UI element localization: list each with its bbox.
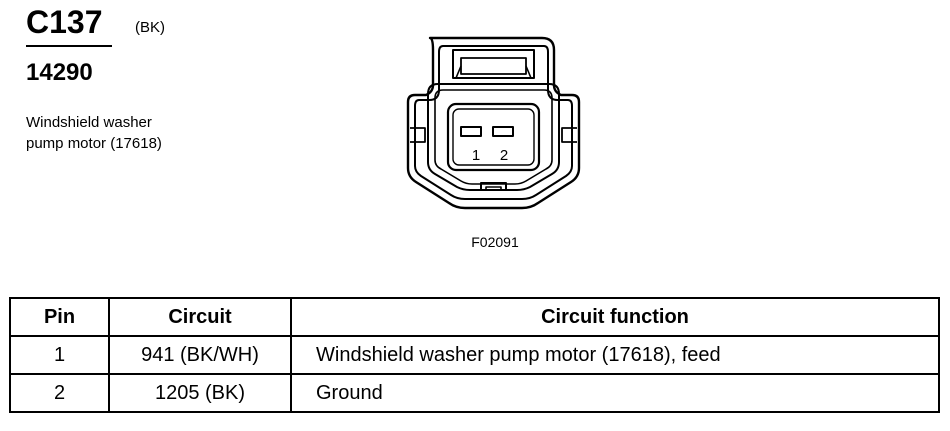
title-divider xyxy=(26,45,112,47)
component-description: Windshield washer pump motor (17618) xyxy=(26,112,226,154)
terminal-2 xyxy=(492,126,514,137)
bottom-key xyxy=(480,182,507,191)
cell-pin: 2 xyxy=(9,373,110,413)
pin-cavity-inner xyxy=(452,108,535,166)
header-function: Circuit function xyxy=(290,297,940,337)
connector-color: (BK) xyxy=(135,19,165,36)
header-circuit: Circuit xyxy=(108,297,292,337)
cell-function: Ground xyxy=(290,373,940,413)
pin-label-1: 1 xyxy=(472,147,480,164)
inner-body-outline xyxy=(427,83,560,191)
component-description-line: pump motor (17618) xyxy=(26,135,162,152)
connector-id: C137 xyxy=(26,4,103,40)
latch-outline xyxy=(452,49,535,79)
bottom-key-inner xyxy=(485,186,502,191)
connector-face-drawing: 1 2 xyxy=(406,36,581,210)
cell-circuit: 941 (BK/WH) xyxy=(108,335,292,375)
pin-cavity xyxy=(446,102,541,172)
pin-table: Pin Circuit Circuit function 1 941 (BK/W… xyxy=(9,297,940,413)
inner-body-rim xyxy=(434,89,553,185)
component-description-line: Windshield washer xyxy=(26,114,152,131)
figure-id: F02091 xyxy=(471,234,519,250)
part-number: 14290 xyxy=(26,59,93,86)
table-header-row: Pin Circuit Circuit function xyxy=(9,297,940,337)
pin-label-2: 2 xyxy=(500,147,508,164)
right-key xyxy=(561,127,577,143)
table-row: 1 941 (BK/WH) Windshield washer pump mot… xyxy=(9,335,940,375)
latch-tab xyxy=(460,57,527,75)
left-key xyxy=(410,127,426,143)
cell-circuit: 1205 (BK) xyxy=(108,373,292,413)
table-row: 2 1205 (BK) Ground xyxy=(9,373,940,413)
latch-ramp xyxy=(455,65,532,79)
terminal-1 xyxy=(460,126,482,137)
cell-pin: 1 xyxy=(9,335,110,375)
cell-function: Windshield washer pump motor (17618), fe… xyxy=(290,335,940,375)
header-pin: Pin xyxy=(9,297,110,337)
